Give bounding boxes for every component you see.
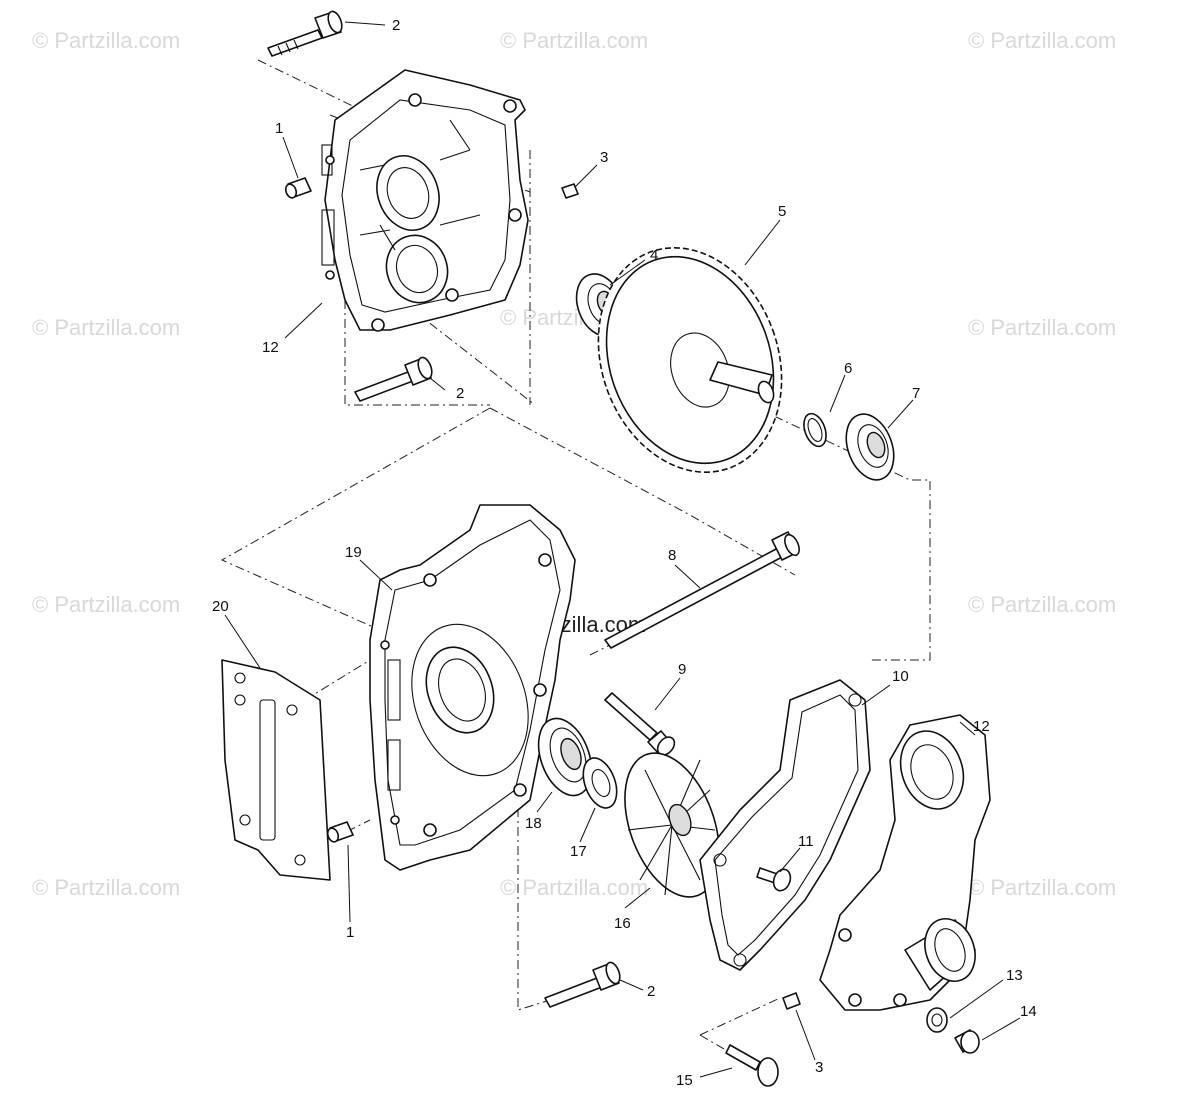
watermark-lower-left: © Partzilla.com <box>32 875 180 900</box>
callout-1-top: 1 <box>275 120 283 137</box>
o-ring-6 <box>803 412 827 448</box>
callout-15: 15 <box>676 1072 693 1089</box>
callout-16: 16 <box>614 915 631 932</box>
pump-cover-12 <box>819 714 991 1011</box>
callout-20: 20 <box>212 598 229 615</box>
leader-lines <box>224 21 1021 1078</box>
bleed-screw-15 <box>725 1044 779 1087</box>
gear-5 <box>597 247 783 473</box>
gear-case-cover-12 <box>321 69 529 332</box>
watermark-top-right: © Partzilla.com <box>968 28 1116 53</box>
pump-gasket-10 <box>699 679 871 971</box>
pump-housing-19 <box>369 504 576 871</box>
dowel-pin-1-bottom <box>326 821 354 843</box>
callout-3-bottom: 3 <box>815 1059 823 1076</box>
bolt-9 <box>604 692 676 756</box>
callout-6: 6 <box>844 360 852 377</box>
callout-8: 8 <box>668 547 676 564</box>
long-bolt-8 <box>604 531 800 649</box>
watermark-lower-center: © Partzilla.com <box>500 875 648 900</box>
callout-11: 11 <box>798 833 814 850</box>
pin-3-top <box>561 183 579 199</box>
bolt-2-bottom <box>544 961 621 1008</box>
bolt-2-top <box>267 10 343 57</box>
callout-9: 9 <box>678 661 686 678</box>
callout-18: 18 <box>525 815 542 832</box>
callout-7: 7 <box>912 385 920 402</box>
drain-bolt-14 <box>954 1029 980 1054</box>
callout-12-top: 12 <box>262 339 279 356</box>
callout-13: 13 <box>1006 967 1023 984</box>
callout-14: 14 <box>1020 1003 1037 1020</box>
watermark-top-center: © Partzilla.com <box>500 28 648 53</box>
callout-4: 4 <box>650 247 658 264</box>
watermark-top-left: © Partzilla.com <box>32 28 180 53</box>
callout-17: 17 <box>570 843 587 860</box>
watermark-lower-right: © Partzilla.com <box>968 875 1116 900</box>
watermark-mid-right: © Partzilla.com <box>968 592 1116 617</box>
washer-13 <box>926 1007 948 1033</box>
seal-18 <box>537 717 593 797</box>
bearing-7 <box>845 413 895 481</box>
callout-numbers: 2 1 3 4 5 6 7 12 2 19 20 8 9 10 12 18 17… <box>212 17 1037 1089</box>
callout-5: 5 <box>778 203 786 220</box>
watermark-upper-left: © Partzilla.com <box>32 315 180 340</box>
callout-3-top: 3 <box>600 149 608 166</box>
callout-2-top: 2 <box>392 17 400 34</box>
gasket-20 <box>221 659 331 881</box>
bolt-11 <box>756 867 792 892</box>
callout-2-middle: 2 <box>456 385 464 402</box>
watermark-upper-right: © Partzilla.com <box>968 315 1116 340</box>
callout-19: 19 <box>345 544 362 561</box>
callout-10: 10 <box>892 668 909 685</box>
impeller-16 <box>624 752 720 898</box>
dowel-pin-1-top <box>284 177 312 199</box>
callout-12-bottom: 12 <box>973 718 990 735</box>
washer-17 <box>582 757 618 809</box>
callout-1-bottom: 1 <box>346 924 354 941</box>
bolt-2-middle <box>354 356 433 402</box>
pin-3-bottom <box>782 992 801 1010</box>
callout-2-bottom: 2 <box>647 983 655 1000</box>
watermark-layer: © Partzilla.com © Partzilla.com © Partzi… <box>32 28 1116 900</box>
watermark-mid-left: © Partzilla.com <box>32 592 180 617</box>
